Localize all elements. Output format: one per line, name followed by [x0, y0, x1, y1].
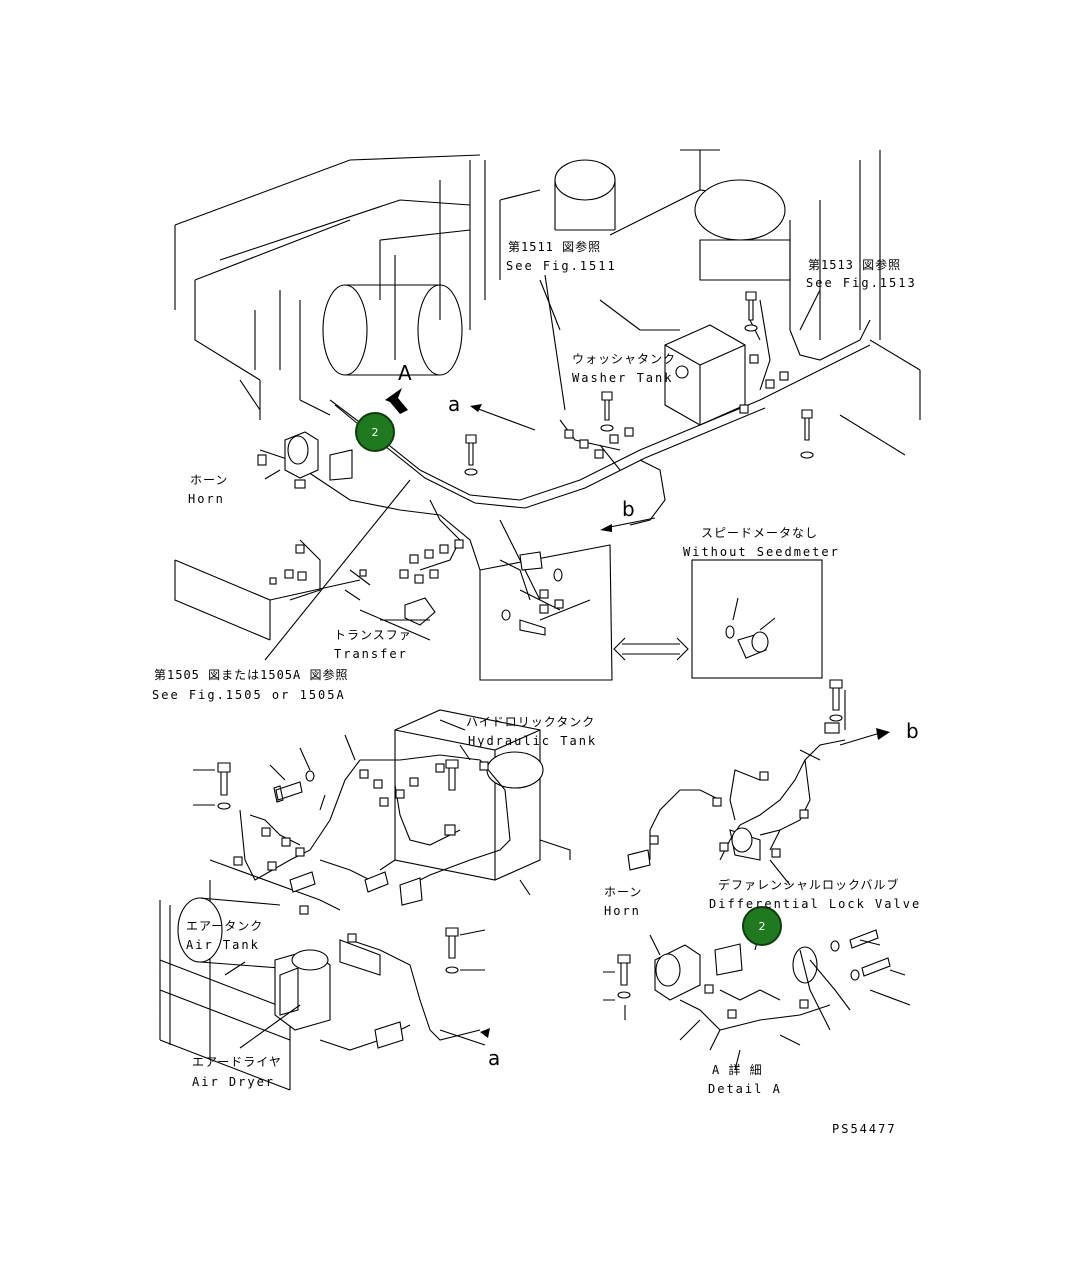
arrow-a-label-bottom: a	[488, 1046, 501, 1070]
see-fig-1505-jp: 第1505 図または1505A 図参照	[154, 668, 349, 682]
lower-left-leader-lines	[193, 719, 490, 1049]
air-tank-jp: エアータンク	[186, 919, 264, 933]
detail-a-leader-lines	[603, 929, 911, 1071]
without-speedmeter-en: Without Seedmeter	[683, 545, 840, 559]
drawing-number: PS54477	[832, 1122, 897, 1136]
washer-tank-jp: ウォッシャタンク	[572, 352, 677, 366]
washer-tank-shape	[664, 324, 746, 426]
detail-horn-shape	[649, 934, 743, 1001]
view-a-label: A	[398, 361, 412, 385]
top-arrows	[470, 404, 656, 532]
callout-number: 2	[758, 919, 766, 933]
detail-a-lower-harness	[679, 946, 851, 1051]
see-fig-1513-jp: 第1513 図参照	[808, 258, 902, 272]
arrow-b-label-top: b	[622, 497, 635, 521]
upper-connectors	[257, 354, 789, 585]
detail-a-connectors	[627, 722, 840, 871]
transfer-shape	[344, 569, 436, 641]
lower-left-harness	[239, 754, 511, 1051]
arrow-b-label-detail: b	[906, 719, 919, 743]
without-speedmeter-jp: スピードメータなし	[701, 526, 819, 540]
washer-tank-en: Washer Tank	[572, 371, 674, 385]
engine-parts	[499, 149, 791, 331]
see-fig-1505-en: See Fig.1505 or 1505A	[152, 688, 346, 702]
air-dryer-jp: エアードライヤ	[192, 1055, 282, 1069]
upper-bolts	[464, 291, 814, 476]
detail-a-en: Detail A	[708, 1082, 782, 1096]
inset-box-speedometer	[691, 559, 823, 679]
hydraulic-tank-en: Hydraulic Tank	[468, 734, 598, 748]
air-tank-en: Air Tank	[186, 938, 260, 952]
double-arrow	[613, 637, 689, 661]
diff-lock-valve-en: Differential Lock Valve	[709, 897, 922, 911]
see-fig-1511-en: See Fig.1511	[506, 259, 617, 273]
hydraulic-tank-jp: ハイドロリックタンク	[466, 715, 596, 729]
detail-horn-jp: ホーン	[604, 885, 643, 899]
air-dryer-en: Air Dryer	[192, 1075, 276, 1089]
view-a-arrow	[385, 388, 408, 414]
fuel-tank-shape	[322, 284, 463, 376]
callout-number: 2	[371, 425, 379, 439]
transfer-jp: トランスファ	[334, 628, 412, 642]
inset-box-harness	[479, 544, 613, 681]
callout-2-upper[interactable]: 2	[355, 412, 395, 452]
transfer-en: Transfer	[334, 647, 408, 661]
diff-lock-valve-jp: デファレンシャルロックバルブ	[718, 878, 900, 892]
upper-horn-shape	[284, 431, 353, 481]
see-fig-1511-jp: 第1511 図参照	[508, 240, 602, 254]
see-fig-1513-en: See Fig.1513	[806, 276, 917, 290]
detail-a-jp: A 詳 細	[712, 1063, 763, 1077]
diff-lock-valve-shape	[729, 827, 791, 886]
air-tank-frame	[159, 859, 341, 1091]
callout-2-detail[interactable]: 2	[742, 906, 782, 946]
horn-jp: ホーン	[190, 473, 229, 487]
main-harness	[259, 299, 871, 601]
detail-a-bolts	[617, 679, 891, 999]
air-dryer-shape	[274, 949, 331, 1031]
arrow-a-label-top: a	[448, 392, 461, 416]
machine-frame-outline	[174, 150, 921, 641]
lower-left-connectors	[233, 761, 489, 1049]
lower-left-bolts	[217, 759, 459, 974]
upper-leader-lines	[239, 274, 821, 661]
detail-a-harness	[649, 690, 890, 861]
horn-en: Horn	[188, 492, 225, 506]
detail-horn-en: Horn	[604, 904, 641, 918]
